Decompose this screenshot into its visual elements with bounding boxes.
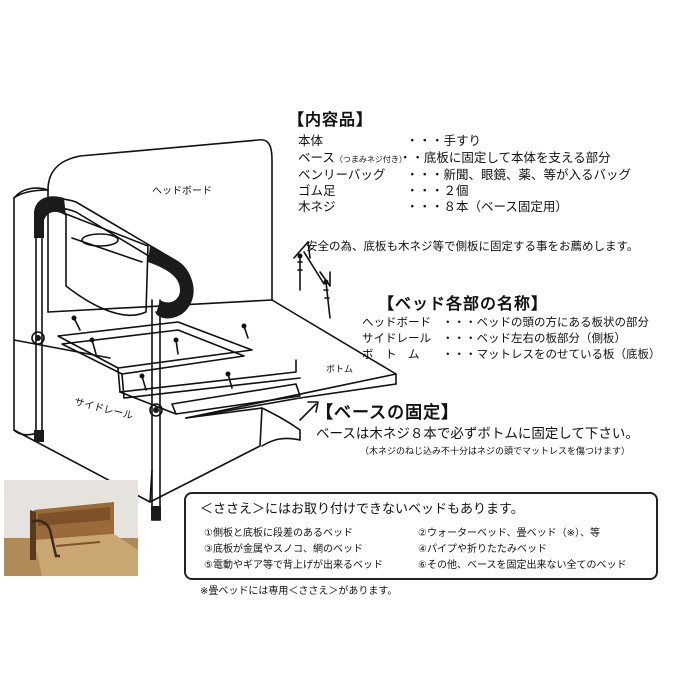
part-desc: ベッドの頭の方にある板状の部分: [476, 315, 650, 329]
part-desc: ベッド左右の板部分（側板）: [476, 331, 627, 345]
contents-item: ベンリーバッグ ・・・新聞、眼鏡、薬、等が入るバッグ: [298, 164, 631, 183]
item-dots: ・・・: [406, 167, 444, 182]
contents-item: ゴム足 ・・・２個: [298, 180, 469, 199]
part-dots: ・・・: [442, 347, 477, 361]
item-name-note: （つまみネジ付き）: [334, 155, 407, 164]
part-name: サイドレール: [362, 331, 431, 345]
photo-bed-image: [4, 480, 138, 576]
item-dots: ・: [398, 150, 412, 165]
base-frame: [57, 321, 253, 369]
part-name: ヘッドボード: [362, 315, 431, 329]
unsupported-beds-box: ＜ささえ＞にはお取り付けできないベッドもあります。 ①側板と底板に段差のあるベッ…: [184, 492, 658, 580]
bottom-label: ボトム: [326, 365, 354, 375]
item-desc: ２個: [443, 183, 469, 198]
item-desc: ８本（ベース固定用）: [443, 199, 568, 214]
safety-note: 安全の為、底板も木ネジ等で側板に固定する事をお薦めします。: [306, 239, 639, 253]
base-fixing-title: 【ベースの固定】: [316, 403, 460, 423]
headboard-label: ヘッドボード: [152, 186, 212, 197]
benri-bag-outline: [65, 213, 149, 317]
unsupported-item: ①側板と底板に段差のあるベッド: [204, 528, 353, 539]
headboard-outline: [47, 138, 273, 301]
base-fixing-instruction: ベースは木ネジ８本で必ずボトムに固定して下さい。: [316, 426, 639, 442]
unsupported-heading: ＜ささえ＞にはお取り付けできないベッドもあります。: [200, 502, 524, 517]
bed-part-item: ボ ト ム ・・・マットレスをのせている板（底板）: [362, 346, 661, 362]
side-rail-outline: [13, 407, 263, 503]
item-desc: 手すり: [443, 133, 482, 148]
part-dots: ・・・: [442, 331, 477, 345]
unsupported-item: ⑥その他、ベースを固定出来ない全てのベッド: [418, 560, 627, 571]
item-dots: ・・・: [406, 133, 444, 148]
bed-part-item: ヘッドボード・・・ベッドの頭の方にある板状の部分: [362, 314, 649, 330]
unsupported-item: ⑤電動やギア等で背上げが出来るベッド: [204, 560, 383, 571]
item-dots: ・・・: [406, 199, 444, 214]
unsupported-item: ③底板が金属やスノコ、網のベッド: [204, 544, 363, 555]
part-dots: ・・・: [442, 315, 477, 329]
base-fixing-caution: （木ネジのねじ込み不十分はネジの頭でマットレスを傷つけます）: [360, 447, 631, 457]
item-name: ゴム足: [298, 183, 336, 198]
bed-part-item: サイドレール・・・ベッド左右の板部分（側板）: [362, 330, 626, 346]
item-name: ベース: [298, 150, 335, 165]
unsupported-item: ②ウォーターベッド、畳ベッド（※）、等: [418, 528, 600, 539]
contents-item: 木ネジ ・・・８本（ベース固定用）: [298, 196, 568, 215]
item-desc: 新聞、眼鏡、薬、等が入るバッグ: [443, 167, 632, 182]
contents-title: 【内容品】: [288, 110, 374, 129]
contents-item: ベース（つまみネジ付き）・・底板に固定して本体を支える部分: [298, 147, 611, 166]
part-desc: マットレスをのせている板（底板）: [476, 347, 661, 361]
bed-parts-title: 【ベッド各部の名称】: [378, 294, 549, 313]
item-name: 本体: [298, 133, 324, 148]
item-dots: ・・・: [406, 183, 444, 198]
product-photo: [4, 480, 138, 576]
unsupported-item: ④パイプや折りたたみベッド: [418, 544, 547, 555]
item-name: ベンリーバッグ: [298, 167, 386, 182]
item-desc: ・底板に固定して本体を支える部分: [411, 150, 611, 165]
contents-item: 本体 ・・・手すり: [298, 130, 481, 149]
footnote: ※畳ベッドには専用＜ささえ＞があります。: [200, 586, 398, 597]
item-name: 木ネジ: [298, 199, 336, 214]
part-name: ボ ト ム: [362, 347, 420, 361]
